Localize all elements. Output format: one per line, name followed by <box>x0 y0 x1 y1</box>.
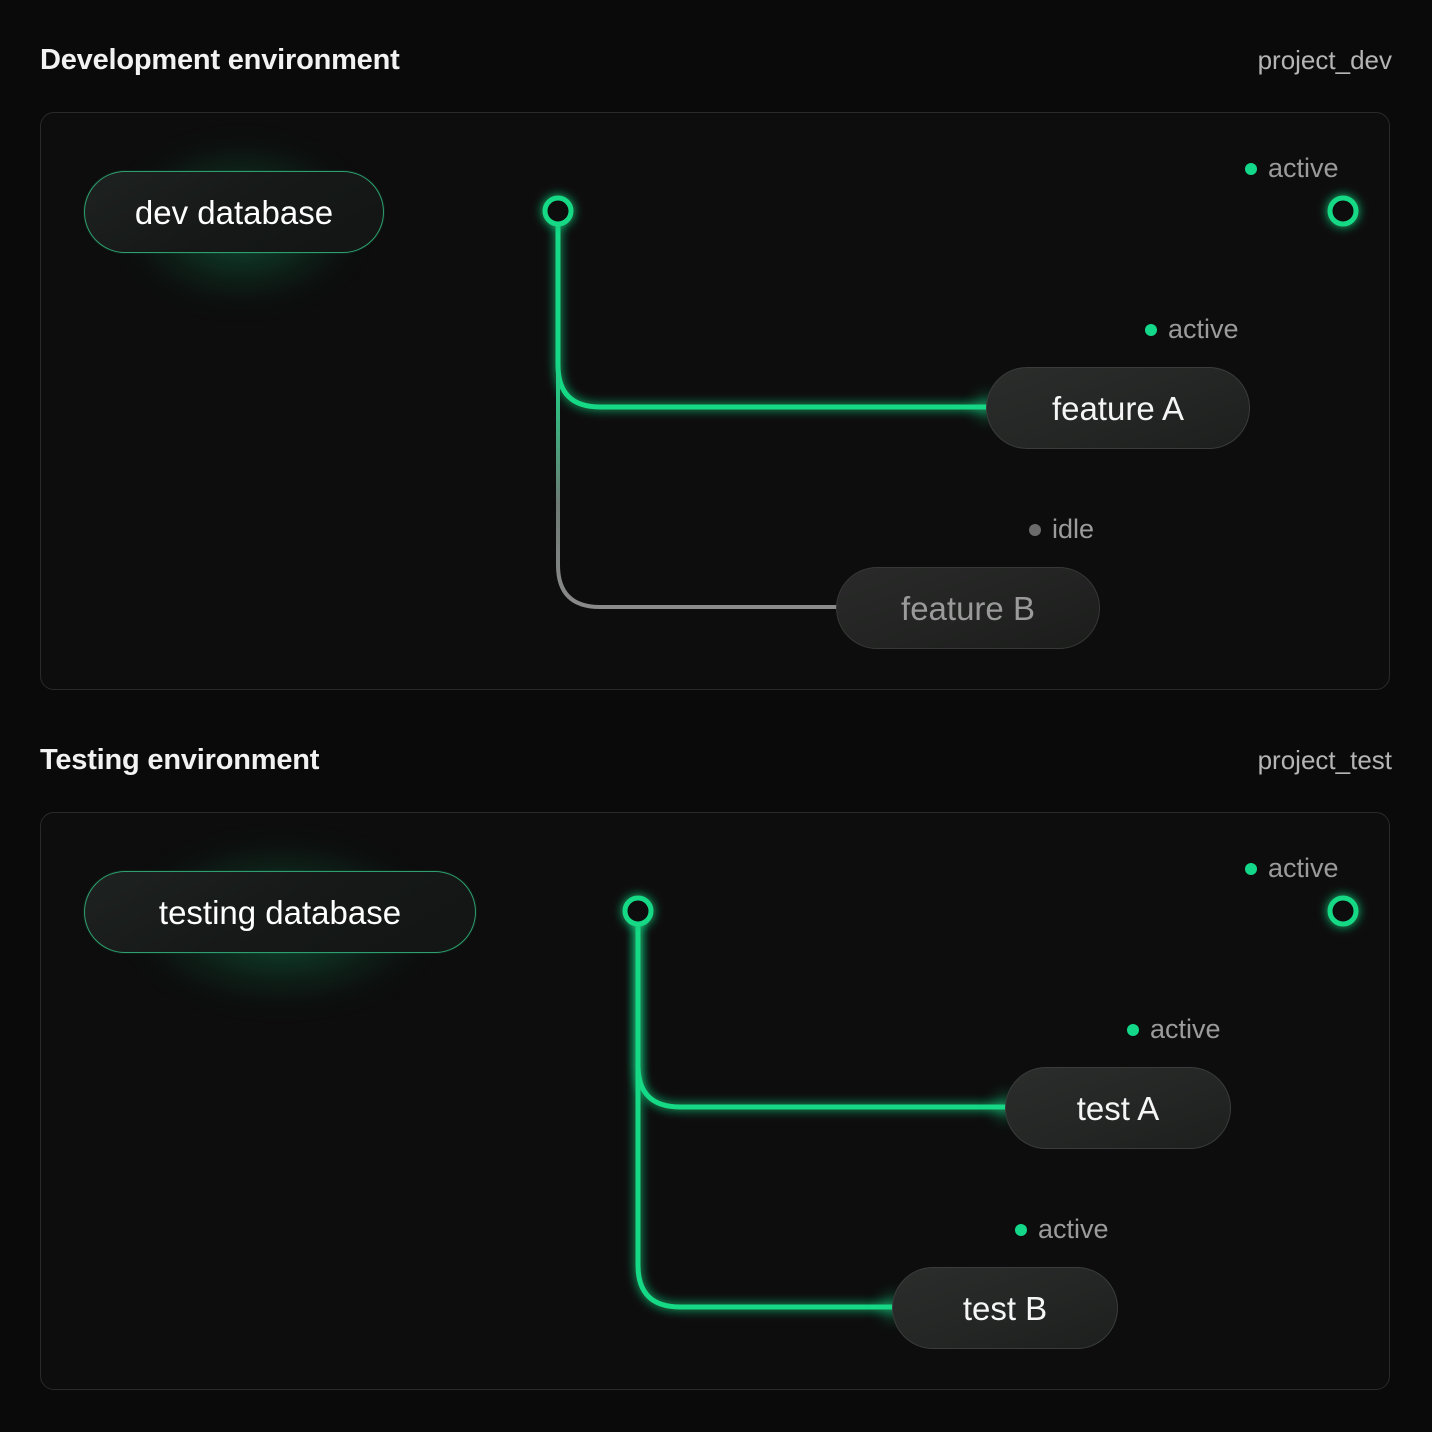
status-dot-icon-active <box>1145 323 1157 336</box>
status-dot-icon-idle <box>1029 523 1041 536</box>
node-testing-database[interactable]: testing database <box>84 871 476 953</box>
node-test-a[interactable]: test A <box>1005 1067 1231 1149</box>
status-label-trunk-dev: active <box>1268 153 1339 183</box>
project-name-development: project_dev <box>1257 45 1392 75</box>
node-label-test-b: test B <box>962 1289 1048 1327</box>
environment-panel-testing: testing database active test A active te… <box>40 812 1390 1390</box>
node-dev-database[interactable]: dev database <box>84 171 384 253</box>
page-title-testing: Testing environment <box>40 744 320 776</box>
wire-branch-test-a <box>635 911 1009 1110</box>
wire-endpoint-node-test[interactable] <box>1327 895 1359 927</box>
status-dot-icon-active <box>1245 862 1257 875</box>
node-feature-b[interactable]: feature B <box>836 567 1100 649</box>
wire-endpoint-node-dev[interactable] <box>1327 195 1359 227</box>
status-dot-icon-active <box>1245 162 1257 175</box>
status-badge-feature-a: active <box>1145 316 1239 343</box>
wire-branch-test-b <box>635 911 896 1310</box>
wire-branch-feature-b <box>556 211 841 609</box>
status-badge-test-a: active <box>1127 1016 1221 1043</box>
node-label-testing-database: testing database <box>158 893 402 931</box>
status-label-test-b: active <box>1038 1214 1109 1244</box>
status-badge-trunk-test: active <box>1245 855 1339 882</box>
node-label-dev-database: dev database <box>134 193 334 231</box>
environment-panel-development: dev database active feature A active fea… <box>40 112 1390 690</box>
status-label-trunk-test: active <box>1268 853 1339 883</box>
wire-junction-node-dev[interactable] <box>542 195 574 227</box>
status-badge-trunk-dev: active <box>1245 155 1339 182</box>
status-label-feature-a: active <box>1168 314 1239 344</box>
node-feature-a[interactable]: feature A <box>986 367 1250 449</box>
node-test-b[interactable]: test B <box>892 1267 1118 1349</box>
wire-junction-node-test[interactable] <box>622 895 654 927</box>
status-badge-test-b: active <box>1015 1216 1109 1243</box>
node-label-feature-b: feature B <box>901 589 1035 627</box>
status-label-feature-b: idle <box>1052 514 1095 544</box>
status-label-test-a: active <box>1150 1014 1221 1044</box>
page-title-development: Development environment <box>40 44 400 76</box>
node-label-test-a: test A <box>1076 1089 1160 1127</box>
section-header-development: Development environment project_dev <box>40 44 1392 77</box>
status-dot-icon-active <box>1127 1023 1139 1036</box>
node-label-feature-a: feature A <box>1051 389 1185 427</box>
wire-branch-feature-a <box>555 211 991 410</box>
status-dot-icon-active <box>1015 1223 1027 1236</box>
status-badge-feature-b: idle <box>1029 516 1094 543</box>
project-name-testing: project_test <box>1257 745 1392 775</box>
section-header-testing: Testing environment project_test <box>40 744 1392 777</box>
